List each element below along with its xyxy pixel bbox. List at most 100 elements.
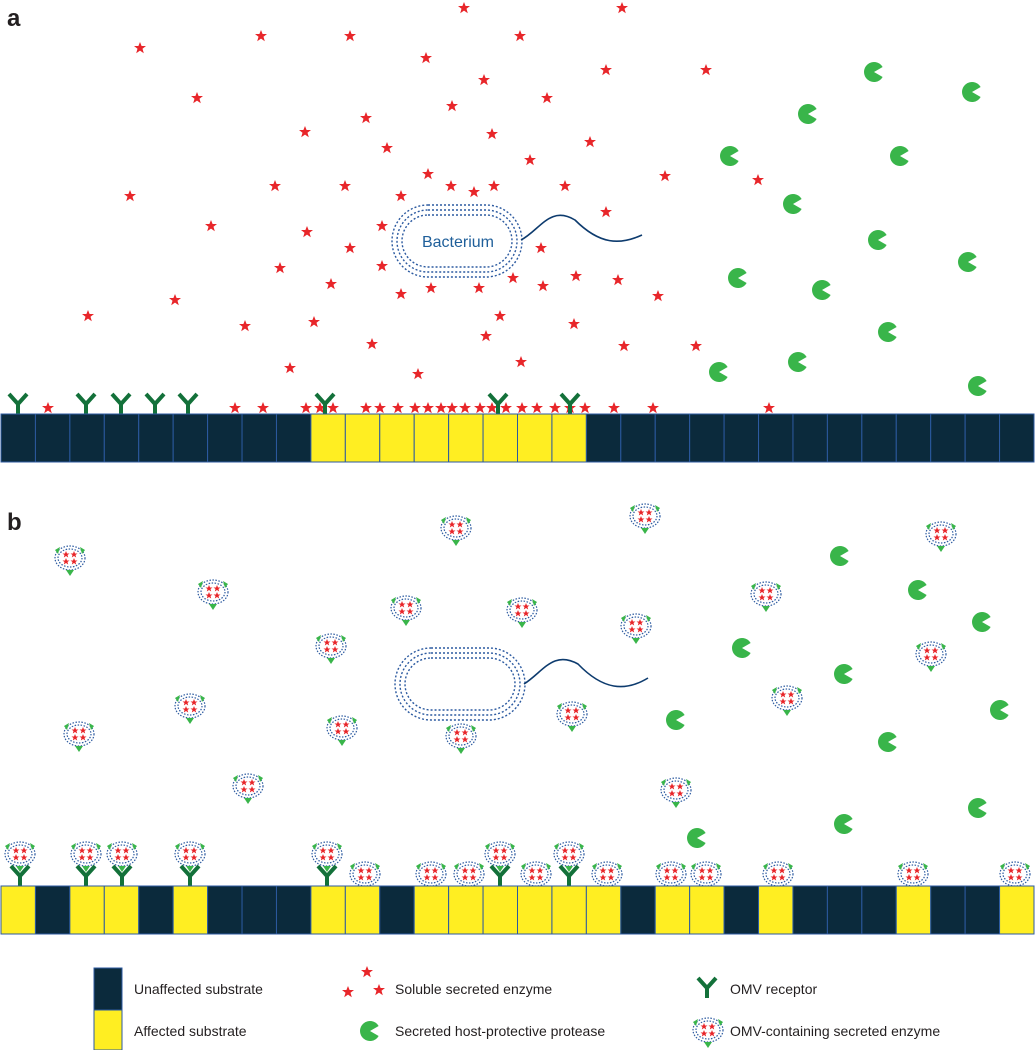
legend-unaffected-swatch [93, 967, 123, 1011]
protease-icon [971, 612, 991, 632]
affected-substrate-cell [172, 885, 209, 935]
bound-omv-icon [553, 841, 585, 873]
protease-icon [829, 546, 849, 566]
omv-vesicle-icon [556, 701, 588, 733]
protease-icon [782, 194, 802, 214]
omv-receptor-icon [110, 392, 132, 416]
unaffected-substrate-cell [964, 885, 1001, 935]
soluble-enzyme-star [124, 190, 136, 202]
soluble-enzyme-star [409, 402, 421, 414]
soluble-enzyme-star [468, 186, 480, 198]
unaffected-substrate-cell [207, 885, 243, 935]
protease-icon [961, 82, 981, 102]
bound-omv-icon [70, 841, 102, 873]
bound-omv-icon [484, 841, 516, 873]
protease-icon [989, 700, 1009, 720]
unaffected-substrate-cell [792, 885, 828, 935]
soluble-enzyme-star [690, 340, 702, 352]
soluble-enzyme-star [446, 100, 458, 112]
omv-vesicle-icon [63, 721, 95, 753]
soluble-enzyme-star [299, 126, 311, 138]
soluble-enzyme-star [488, 180, 500, 192]
omv-vesicle-icon [771, 685, 803, 717]
protease-icon [877, 732, 897, 752]
soluble-enzyme-star [524, 154, 536, 166]
soluble-enzyme-star [395, 288, 407, 300]
soluble-enzyme-star [435, 402, 447, 414]
protease-icon [665, 710, 685, 730]
soluble-enzyme-star [366, 338, 378, 350]
bound-omv-icon [174, 841, 206, 873]
panel-a-substrate-row [0, 413, 1035, 463]
affected-substrate-cell [69, 885, 105, 935]
panel-b-substrate-row [0, 885, 1035, 935]
soluble-enzyme-star [269, 180, 281, 192]
unaffected-substrate-cell [379, 885, 415, 935]
affected-substrate-cell [344, 413, 381, 463]
affected-substrate-cell [517, 885, 553, 935]
soluble-enzyme-star [478, 74, 490, 86]
unaffected-substrate-cell [895, 413, 932, 463]
unaffected-substrate-cell [792, 413, 828, 463]
soluble-enzyme-star [284, 362, 296, 374]
affected-substrate-cell [413, 885, 450, 935]
legend-receptor-label: OMV receptor [730, 981, 817, 997]
soluble-enzyme-star [579, 402, 591, 414]
unaffected-substrate-cell [826, 413, 863, 463]
soluble-enzyme-star [381, 142, 393, 154]
legend-affected-swatch [93, 1009, 123, 1050]
bound-omv-icon [106, 841, 138, 873]
soluble-enzyme-star [229, 402, 241, 414]
protease-icon [797, 104, 817, 124]
panel-b-bacterium [394, 647, 649, 721]
unaffected-substrate-cell [0, 413, 36, 463]
soluble-enzyme-star [659, 170, 671, 182]
panel-a-label: a [7, 5, 21, 32]
soluble-enzyme-star [301, 226, 313, 238]
omv-vesicle-icon [54, 545, 86, 577]
panel-b-omv-receptors [9, 864, 580, 888]
unaffected-substrate-cell [241, 413, 277, 463]
protease-icon [877, 322, 897, 342]
unaffected-substrate-cell [654, 413, 691, 463]
omv-vesicle-icon [660, 777, 692, 809]
affected-substrate-cell [482, 885, 519, 935]
omv-vesicle-icon [620, 613, 652, 645]
panel-a-soluble-enzymes [42, 2, 775, 414]
panel-b-flagellum [523, 658, 649, 688]
omv-vesicle-icon [390, 595, 422, 627]
soluble-enzyme-star [612, 274, 624, 286]
unaffected-substrate-cell [241, 885, 277, 935]
soluble-enzyme-star [541, 92, 553, 104]
unaffected-substrate-cell [723, 413, 760, 463]
soluble-enzyme-star [300, 402, 312, 414]
unaffected-substrate-cell [34, 413, 71, 463]
affected-substrate-cell [344, 885, 381, 935]
affected-substrate-cell [689, 885, 725, 935]
affected-substrate-cell [895, 885, 932, 935]
soluble-enzyme-star [494, 310, 506, 322]
soluble-enzyme-star [516, 402, 528, 414]
soluble-enzyme-star [344, 30, 356, 42]
unaffected-substrate-cell [34, 885, 71, 935]
soluble-enzyme-star [535, 242, 547, 254]
soluble-enzyme-star [600, 64, 612, 76]
legend-receptor-icon [696, 976, 718, 1000]
protease-icon [833, 664, 853, 684]
soluble-enzyme-star [360, 112, 372, 124]
omv-receptor-icon [7, 392, 29, 416]
soluble-enzyme-star [507, 272, 519, 284]
legend-protease-icon [359, 1021, 379, 1041]
soluble-enzyme-star [568, 318, 580, 330]
protease-icon [967, 376, 987, 396]
soluble-enzyme-star [412, 368, 424, 380]
bacterium-label: Bacterium [422, 234, 494, 251]
unaffected-substrate-cell [861, 413, 897, 463]
unaffected-substrate-cell [207, 413, 243, 463]
affected-substrate-cell [310, 413, 346, 463]
unaffected-substrate-cell [964, 413, 1001, 463]
bound-omv-icon [4, 841, 36, 873]
affected-substrate-cell [413, 413, 450, 463]
affected-substrate-cell [551, 885, 587, 935]
